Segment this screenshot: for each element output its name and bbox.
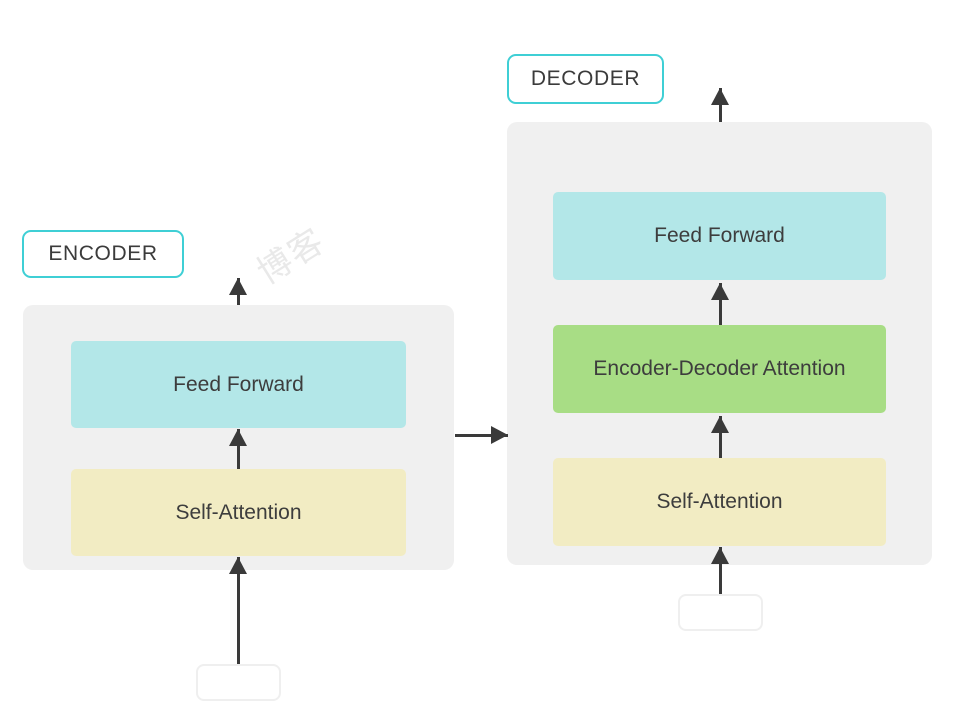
decoder-feed-forward-label: Feed Forward [654,224,785,247]
decoder-attention-to-feedforward-arrow [710,283,730,325]
arrow-up-icon-head [711,283,729,300]
encoder-title-pill: ENCODER [22,230,184,278]
arrow-up-icon-head [229,429,247,446]
arrow-up-icon-head [711,547,729,564]
decoder-input-stub[interactable] [678,594,763,631]
encoder-selfattention-to-feedforward-arrow [228,429,248,469]
arrow-up-icon-head [711,416,729,433]
arrow-up-icon-head [229,278,247,295]
arrow-up-icon-head [229,557,247,574]
encoder-self-attention-block[interactable]: Self-Attention [71,469,406,556]
arrow-up-icon-shaft [236,557,240,670]
arrow-right-icon-shaft [455,433,508,437]
decoder-self-attention-block[interactable]: Self-Attention [553,458,886,546]
decoder-input-arrow [710,547,730,605]
arrow-up-icon-shaft [718,416,722,458]
decoder-selfattention-to-attention-arrow [710,416,730,458]
decoder-title-label: DECODER [530,67,641,90]
decoder-encoder-decoder-attention-block[interactable]: Encoder-Decoder Attention [553,325,886,413]
encoder-self-attention-label: Self-Attention [175,500,302,524]
encoder-input-arrow [228,557,248,670]
arrow-up-icon-head [711,88,729,105]
encoder-feed-forward-block[interactable]: Feed Forward [71,341,406,428]
encoder-input-stub[interactable] [196,664,281,701]
encoder-title-label: ENCODER [48,242,158,265]
arrow-up-icon-shaft [718,547,722,605]
decoder-self-attention-label: Self-Attention [656,490,783,513]
arrow-up-icon-shaft [236,429,240,469]
decoder-title-pill: DECODER [507,54,664,104]
decoder-feed-forward-block[interactable]: Feed Forward [553,192,886,280]
encoder-to-decoder-arrow [455,426,508,444]
watermark-text: 博客 [250,220,333,293]
arrow-up-icon-shaft [718,283,722,325]
encoder-feed-forward-label: Feed Forward [173,372,304,396]
decoder-encoder-decoder-attention-label: Encoder-Decoder Attention [593,357,846,380]
arrow-right-icon-head [491,426,508,444]
